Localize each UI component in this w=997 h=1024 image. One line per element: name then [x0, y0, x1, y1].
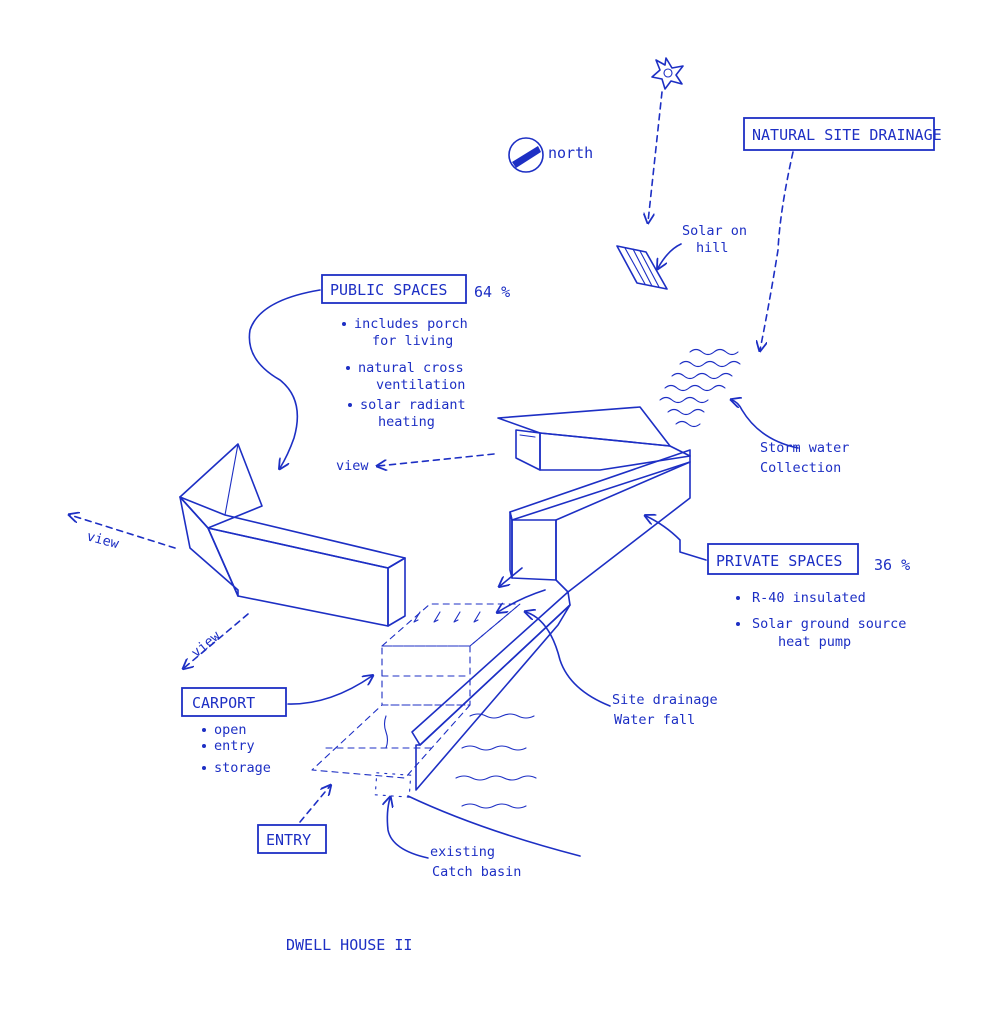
view-arrow-down [184, 613, 249, 668]
carport-note-3: storage [214, 760, 271, 776]
public-spaces-label: PUBLIC SPACES [330, 281, 447, 299]
carport-box [181, 687, 287, 717]
sun-ray-arrow [648, 91, 663, 222]
entry-label: ENTRY [266, 831, 311, 849]
north-compass-icon [508, 137, 544, 173]
public-note-2: natural cross [358, 360, 464, 376]
storm-water-label-2: Collection [760, 460, 841, 476]
roof-drain-arrows [498, 589, 546, 612]
entry-arrow [299, 786, 330, 823]
private-spaces-percent: 36 % [874, 556, 910, 574]
storm-water-waves [659, 348, 741, 428]
solar-on-hill-label-2: hill [696, 240, 729, 256]
public-note-1b: for living [372, 333, 453, 349]
public-leader-line [248, 289, 321, 468]
site-drainage-label: Site drainage [612, 692, 718, 708]
storm-water-label: Storm water [760, 440, 849, 456]
carport-note-2: entry [214, 738, 255, 754]
catch-basin-label: existing [430, 844, 495, 860]
view-arrow-left [70, 515, 176, 549]
private-note-2b: heat pump [778, 634, 851, 650]
private-spaces-label: PRIVATE SPACES [716, 552, 842, 570]
public-spaces-percent: 64 % [474, 283, 510, 301]
private-long-volume [411, 449, 691, 791]
catch-basin-label-2: Catch basin [432, 864, 521, 880]
private-note-2: Solar ground source [752, 616, 906, 632]
catch-basin-leader [387, 798, 429, 859]
waterfall-leader-line [526, 612, 611, 707]
public-notes-list: includes porch for living natural cross … [342, 316, 468, 430]
storm-water-arrow [732, 400, 799, 449]
public-note-3: solar radiant [360, 397, 466, 413]
view-label-left: view [85, 528, 121, 552]
carport-notes-list: open entry storage [202, 722, 271, 776]
drainage-flow-arrow [760, 151, 794, 350]
private-spaces-box [707, 543, 859, 575]
public-spaces-box [321, 274, 467, 304]
view-arrow-top [378, 453, 495, 466]
natural-site-drainage-label: NATURAL SITE DRAINAGE [752, 126, 942, 144]
view-label-top: view [336, 458, 369, 474]
private-upper-volume [497, 406, 691, 471]
north-label: north [548, 144, 593, 162]
public-note-3b: heating [378, 414, 435, 430]
carport-label: CARPORT [192, 694, 255, 712]
ground-lines [383, 713, 581, 857]
solar-panel-icon [616, 245, 668, 290]
site-drainage-label-2: Water fall [614, 712, 695, 728]
solar-on-hill-label: Solar on [682, 223, 747, 239]
public-note-1: includes porch [354, 316, 468, 332]
public-note-2b: ventilation [376, 377, 465, 393]
roof-drain-arrows-2 [500, 567, 523, 586]
natural-site-drainage-box [743, 117, 935, 151]
carport-structure [311, 603, 521, 779]
entry-box [257, 824, 327, 854]
public-volume [179, 443, 406, 627]
private-note-1: R-40 insulated [752, 590, 866, 606]
carport-leader-line [287, 676, 372, 705]
sun-icon [651, 57, 684, 90]
private-notes-list: R-40 insulated Solar ground source heat … [736, 590, 906, 650]
drawing-title: DWELL HOUSE II [286, 936, 412, 954]
private-leader-line [646, 516, 707, 561]
solar-label-arrow [658, 243, 682, 268]
carport-note-1: open [214, 722, 247, 738]
view-label-down: view [188, 627, 224, 661]
